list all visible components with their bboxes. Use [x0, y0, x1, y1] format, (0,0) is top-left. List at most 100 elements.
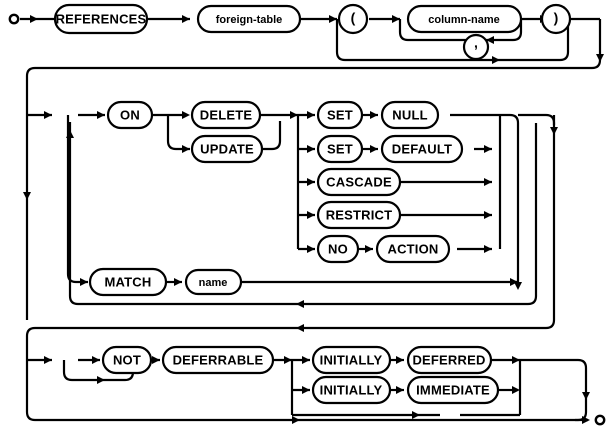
arrow-comma-loop: [486, 36, 494, 44]
arrow-repeat-up: [66, 130, 74, 138]
rail-update-out: [252, 121, 282, 151]
node-not[interactable]: NOT: [101, 345, 153, 375]
node-name[interactable]: name: [184, 268, 243, 296]
arrow-to-restrict: [307, 211, 315, 219]
arrow-row2-bypass-down: [23, 192, 31, 200]
node-column-name-shape: [406, 4, 523, 34]
arrow-to-foreign-table: [182, 15, 190, 23]
node-restrict-shape: [316, 200, 402, 230]
node-deferrable-label: DEFERRABLE: [173, 352, 264, 367]
arrow-outer-down: [550, 127, 558, 135]
node-column-name-label: column-name: [428, 14, 500, 26]
arrow-to-on: [97, 111, 105, 119]
arrow-column-bypass: [492, 56, 500, 64]
node-match-label: MATCH: [105, 274, 152, 289]
node-initially-deferred[interactable]: INITIALLY: [311, 345, 392, 375]
node-rparen[interactable]: ): [540, 3, 572, 35]
node-deferred-shape: [406, 345, 493, 375]
node-deferred[interactable]: DEFERRED: [406, 345, 493, 375]
node-foreign-table-label: foreign-table: [216, 14, 283, 26]
node-action-shape: [375, 234, 451, 264]
rail-column-name-loop-left: [398, 19, 466, 42]
arrow-not-bypass: [97, 376, 105, 384]
node-on[interactable]: ON: [106, 100, 154, 130]
arrow-row4-down-to-end: [582, 392, 590, 400]
rail-column-list-bypass: [335, 19, 570, 62]
node-match[interactable]: MATCH: [88, 267, 168, 297]
node-delete-label: DELETE: [200, 107, 253, 122]
node-cascade-label: CASCADE: [326, 174, 392, 189]
arrow-to-lparen: [329, 15, 337, 23]
node-rparen-shape: [540, 3, 572, 35]
node-comma[interactable]: ,: [462, 33, 490, 61]
node-null[interactable]: NULL: [380, 100, 440, 130]
node-no[interactable]: NO: [316, 234, 360, 264]
node-immediate-shape: [406, 375, 500, 405]
node-restrict[interactable]: RESTRICT: [316, 200, 402, 230]
node-set-null-set[interactable]: SET: [316, 100, 364, 130]
arrow-deferred-collect: [512, 356, 520, 364]
node-not-shape: [101, 345, 153, 375]
rail-action-to-outer: [518, 113, 556, 125]
arrow-to-update: [182, 145, 190, 153]
arrow-to-initially-group: [284, 356, 292, 364]
node-initially-immediate[interactable]: INITIALLY: [311, 375, 392, 405]
node-set-default-set[interactable]: SET: [316, 134, 364, 164]
node-update[interactable]: UPDATE: [190, 134, 264, 164]
node-set-default-set-label: SET: [327, 141, 353, 156]
rail-row4-to-end: [540, 358, 588, 422]
node-action[interactable]: ACTION: [375, 234, 451, 264]
arrow-action-collect: [484, 245, 492, 253]
arrow-cascade-collect: [484, 178, 492, 186]
node-update-shape: [190, 134, 264, 164]
arrow-to-null: [370, 111, 378, 119]
arrow-row4-bypass: [292, 416, 300, 424]
node-initially-immediate-label: INITIALLY: [320, 382, 383, 397]
arrow-to-delete: [182, 111, 190, 119]
arrow-to-deferred: [396, 356, 404, 364]
rail-row2-group-to-row3: [25, 115, 556, 360]
arrow-default-collect: [484, 145, 492, 153]
node-lparen[interactable]: (: [337, 3, 369, 35]
arrow-to-name: [174, 278, 182, 286]
arrow-initially-bypass: [412, 411, 420, 419]
node-deferrable[interactable]: DEFERRABLE: [161, 345, 275, 375]
arrow-to-set-default: [307, 145, 315, 153]
arrow-to-cascade: [307, 178, 315, 186]
node-initially-immediate-shape: [311, 375, 392, 405]
arrow-row1-down: [596, 54, 604, 62]
rail-row4-bypass-to-end: [25, 360, 575, 422]
node-no-shape: [316, 234, 360, 264]
node-default[interactable]: DEFAULT: [380, 134, 464, 164]
node-column-name[interactable]: column-name: [406, 4, 523, 34]
node-deferrable-shape: [161, 345, 275, 375]
node-cascade[interactable]: CASCADE: [316, 167, 402, 197]
node-cascade-shape: [316, 167, 402, 197]
node-references[interactable]: REFERENCES: [53, 3, 149, 35]
node-set-null-set-shape: [316, 100, 364, 130]
arrow-to-set-null: [307, 111, 315, 119]
start-terminal-marker: [8, 13, 20, 25]
node-set-default-set-shape: [316, 134, 364, 164]
node-name-shape: [184, 268, 243, 296]
node-foreign-table[interactable]: foreign-table: [196, 4, 302, 34]
node-no-label: NO: [328, 241, 348, 256]
node-comma-shape: [462, 33, 490, 61]
node-rparen-label: ): [554, 10, 559, 26]
arrow-to-match: [80, 278, 88, 286]
arrow-to-default: [370, 145, 378, 153]
node-default-shape: [380, 134, 464, 164]
node-delete[interactable]: DELETE: [190, 100, 262, 130]
node-immediate-label: IMMEDIATE: [416, 382, 490, 397]
arrow-to-action-group: [290, 111, 298, 119]
node-references-shape: [53, 3, 149, 35]
rail-row1-to-row2: [25, 19, 602, 110]
arrow-to-deferrable: [152, 356, 160, 364]
node-restrict-label: RESTRICT: [326, 207, 393, 222]
node-immediate[interactable]: IMMEDIATE: [406, 375, 500, 405]
arrow-collector-down: [514, 282, 522, 290]
node-null-shape: [380, 100, 440, 130]
arrow-to-initially-immediate: [302, 386, 310, 394]
